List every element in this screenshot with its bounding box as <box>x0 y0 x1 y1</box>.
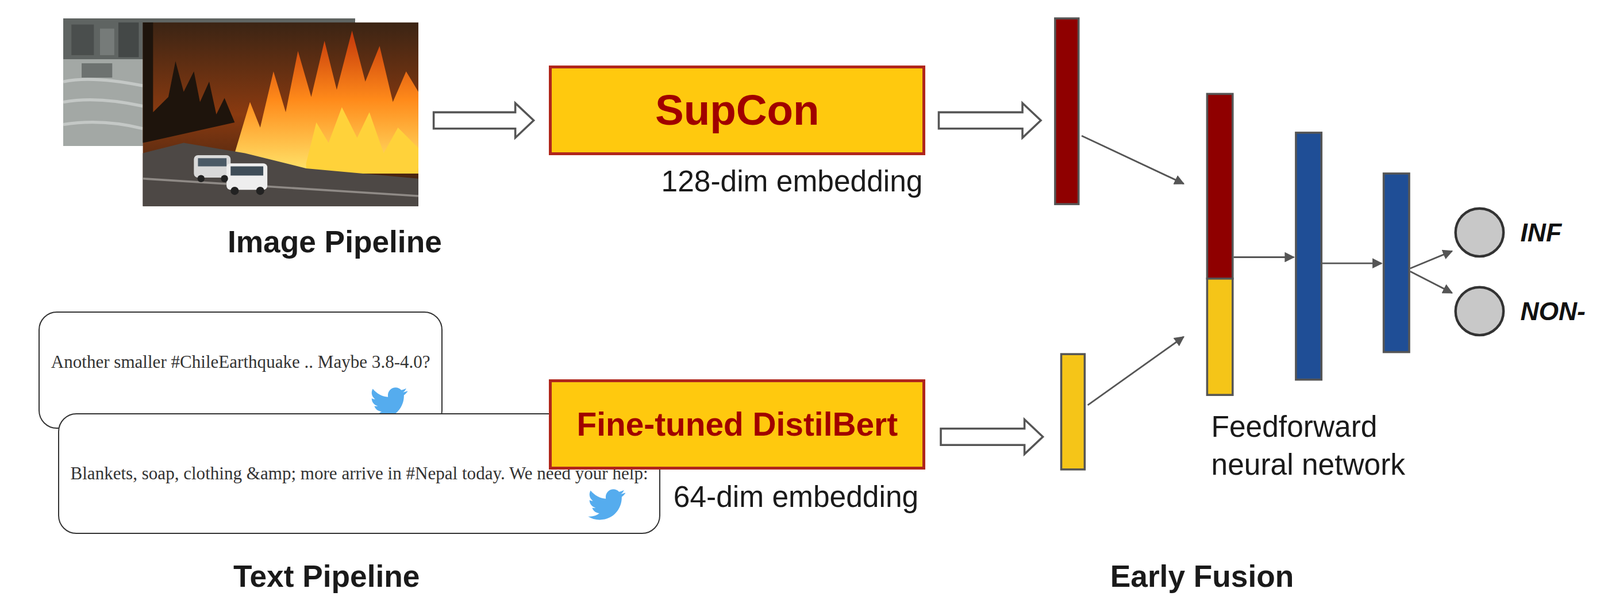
pipeline-arrow <box>938 102 1041 138</box>
encoder-box: Fine-tuned DistilBert <box>548 379 926 469</box>
stage-title: Early Fusion <box>1110 559 1295 595</box>
pipeline-arrow <box>433 102 534 138</box>
tweet-text: Another smaller #ChileEarthquake .. Mayb… <box>51 348 431 375</box>
box-title: Fine-tuned DistilBert <box>577 405 899 444</box>
pipeline-title: Image Pipeline <box>227 224 442 260</box>
box-title: SupCon <box>655 85 820 136</box>
network-caption: Feedforward neural network <box>1211 408 1432 484</box>
hidden-layer-bar <box>1383 173 1410 353</box>
label-slot: Early Fusion <box>1110 559 1295 595</box>
text-embedding-bar <box>1061 354 1086 470</box>
dimension-note: 64-dim embedding <box>673 479 919 514</box>
neuron-outline <box>1455 287 1504 336</box>
layer-arrow <box>1233 256 1295 259</box>
encoder-box: SupCon <box>548 65 926 156</box>
output-neuron: NON- <box>1454 285 1506 337</box>
label-slot: Feedforward neural network <box>1211 408 1432 484</box>
neuron-outline <box>1455 208 1504 257</box>
wildfire-photo <box>143 22 419 207</box>
tweet-card: Another smaller #ChileEarthquake .. Mayb… <box>38 311 443 429</box>
hidden-layer-bar <box>1295 132 1322 380</box>
neuron-circle <box>1454 206 1506 259</box>
output-arrow <box>1410 271 1453 293</box>
class-label: NON- <box>1520 296 1586 326</box>
fused-embedding-bar <box>1206 93 1233 279</box>
image-embedding-bar <box>1055 18 1079 205</box>
fusion-arrow <box>1087 336 1184 406</box>
twitter-bird <box>587 489 626 521</box>
label-slot: 64-dim embedding <box>673 479 919 514</box>
output-arrow <box>1410 251 1453 269</box>
dimension-note: 128-dim embedding <box>661 164 923 199</box>
neuron-circle <box>1454 285 1506 337</box>
fused-embedding-bar <box>1206 278 1233 395</box>
layer-arrow <box>1322 262 1382 265</box>
label-slot: 128-dim embedding <box>661 164 923 199</box>
pipeline-arrow <box>940 419 1044 455</box>
label-slot: Text Pipeline <box>233 559 421 595</box>
pipeline-title: Text Pipeline <box>233 559 421 595</box>
output-neuron: INF <box>1454 206 1506 259</box>
class-label: INF <box>1520 217 1562 248</box>
twitter-icon <box>587 485 626 524</box>
label-slot: Image Pipeline <box>227 224 442 260</box>
fusion-arrow <box>1081 135 1184 184</box>
